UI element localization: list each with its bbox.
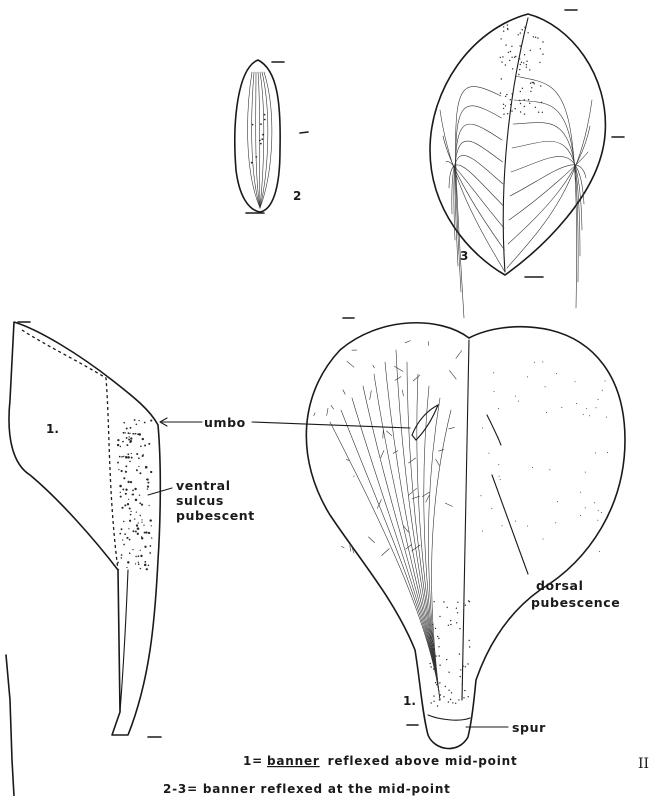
dorsal-leader [492, 475, 528, 574]
callouts: umbo ventral sulcus pubescent dorsal pub… [148, 415, 620, 735]
figure-1-side-number: 1. [46, 422, 59, 436]
caption: 1= banner reflexed above mid-point 2-3= ba… [163, 754, 518, 796]
ventral-label-line3: pubescent [176, 508, 255, 523]
figure-2-banner: 2 [235, 60, 308, 213]
caption-line-2: 2-3= banner reflexed at the mid-point [163, 782, 451, 796]
ventral-label-line1: ventral [176, 478, 231, 493]
figure-1-front-number: 1. [403, 694, 416, 708]
plate-number: II [638, 756, 649, 772]
figure-1-front-view: 1. [306, 318, 625, 749]
ventral-label-line2: sulcus [176, 493, 224, 508]
caption-line-1-rest: reflexed above mid-point [328, 754, 518, 768]
umbo-label: umbo [204, 415, 246, 430]
figure-3-banner: 3 [430, 10, 624, 318]
umbo-pointer [252, 422, 410, 428]
figure-2-number: 2 [293, 189, 301, 203]
figure-1-side-view: 1. [9, 322, 161, 737]
caption-line-1-term: banner [267, 754, 320, 768]
spur-label: spur [512, 720, 546, 735]
margin-stroke [6, 655, 14, 796]
caption-line-1-prefix: 1= [243, 754, 263, 768]
dorsal-label-line2: pubescence [531, 595, 620, 610]
figure-3-number: 3 [460, 249, 468, 263]
dorsal-label-line1: dorsal [536, 578, 583, 593]
caption-line-1: 1= banner reflexed above mid-point [243, 754, 518, 768]
